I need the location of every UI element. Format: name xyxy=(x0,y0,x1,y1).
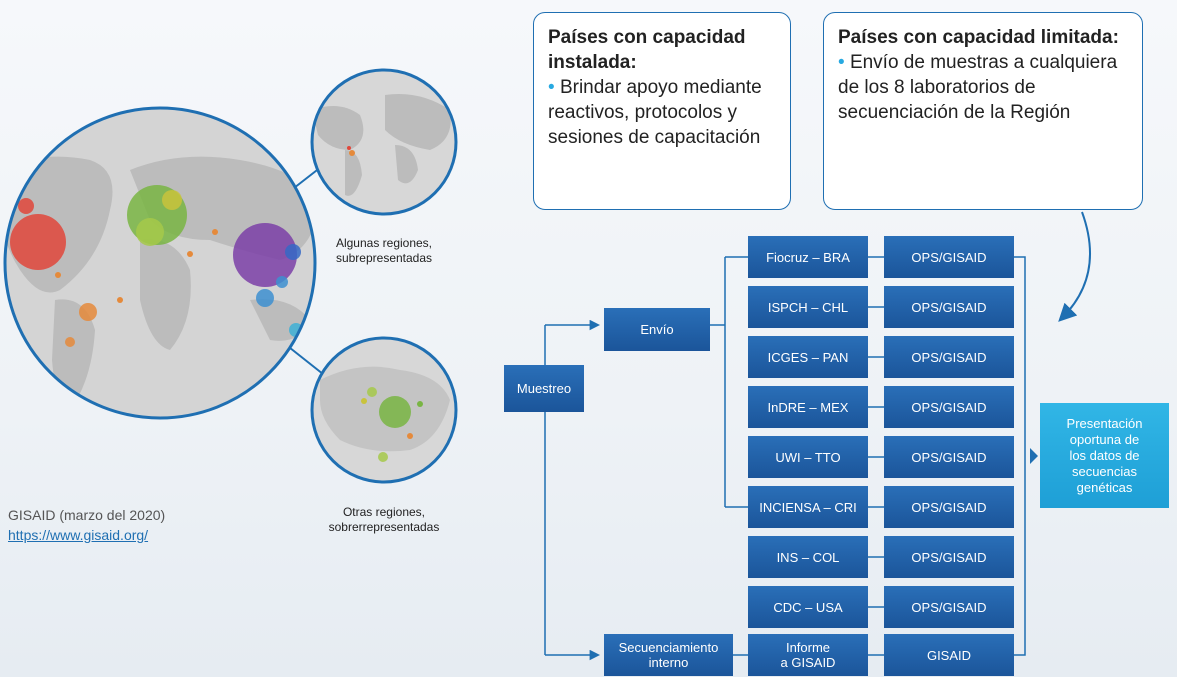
bullet-icon: • xyxy=(548,77,555,98)
node-label: Secuenciamiento xyxy=(618,640,719,655)
node-report-gisaid: Informe a GISAID xyxy=(748,634,868,676)
lab-uwi: UWI – TTO xyxy=(748,436,868,478)
caption-line: sobrerrepresentadas xyxy=(328,520,440,534)
node-label: a GISAID xyxy=(780,655,836,670)
callout-installed-title: Países con capacidad instalada: xyxy=(548,27,746,73)
node-label: Informe xyxy=(785,640,831,655)
final-line: secuencias xyxy=(1071,463,1138,479)
dest-ops-gisaid: OPS/GISAID xyxy=(884,336,1014,378)
callout-installed-text: Brindar apoyo mediante reactivos, protoc… xyxy=(548,77,762,148)
final-line: oportuna de xyxy=(1069,431,1140,447)
caption-line: Otras regiones, xyxy=(342,505,426,519)
final-arrow xyxy=(1030,448,1038,464)
source-name: GISAID (marzo del 2020) xyxy=(8,507,166,523)
map-caption-top: Algunas regiones, subrepresentadas xyxy=(324,236,444,266)
node-internal-sequencing: Secuenciamiento interno xyxy=(604,634,733,676)
flow-connectors xyxy=(544,211,1091,661)
lab-fiocruz: Fiocruz – BRA xyxy=(748,236,868,278)
lab-inciensa: INCIENSA – CRI xyxy=(748,486,868,528)
europe-map-small-bottom xyxy=(310,336,458,484)
dest-gisaid: GISAID xyxy=(884,634,1014,676)
lab-cdc: CDC – USA xyxy=(748,586,868,628)
bullet-icon: • xyxy=(838,52,845,73)
node-sampling: Muestreo xyxy=(504,365,584,412)
caption-line: subrepresentadas xyxy=(335,251,433,265)
dest-ops-gisaid: OPS/GISAID xyxy=(884,536,1014,578)
node-send: Envío xyxy=(604,308,710,351)
dest-ops-gisaid: OPS/GISAID xyxy=(884,386,1014,428)
dest-ops-gisaid: OPS/GISAID xyxy=(884,286,1014,328)
final-line: los datos de xyxy=(1069,447,1140,463)
caption-line: Algunas regiones, xyxy=(335,236,433,250)
dest-ops-gisaid: OPS/GISAID xyxy=(884,486,1014,528)
map-caption-bottom: Otras regiones, sobrerrepresentadas xyxy=(309,505,459,535)
lab-icges: ICGES – PAN xyxy=(748,336,868,378)
dest-ops-gisaid: OPS/GISAID xyxy=(884,236,1014,278)
lab-indre: InDRE – MEX xyxy=(748,386,868,428)
node-label: interno xyxy=(648,655,689,670)
lab-ins: INS – COL xyxy=(748,536,868,578)
callout-limited-title: Países con capacidad limitada: xyxy=(838,27,1119,48)
callout-installed-capacity: Países con capacidad instalada: • Brinda… xyxy=(533,12,791,210)
dest-ops-gisaid: OPS/GISAID xyxy=(884,436,1014,478)
source-credit: GISAID (marzo del 2020) https://www.gisa… xyxy=(8,505,165,545)
lab-ispch: ISPCH – CHL xyxy=(748,286,868,328)
node-timely-presentation: Presentación oportuna de los datos de se… xyxy=(1040,403,1169,508)
world-map-small-top xyxy=(310,68,458,216)
final-line: Presentación xyxy=(1066,415,1143,431)
source-link[interactable]: https://www.gisaid.org/ xyxy=(8,527,149,543)
callout-limited-text: Envío de muestras a cualquiera de los 8 … xyxy=(838,52,1118,123)
dest-ops-gisaid: OPS/GISAID xyxy=(884,586,1014,628)
callout-limited-capacity: Países con capacidad limitada: • Envío d… xyxy=(823,12,1143,210)
world-map-large xyxy=(3,106,317,420)
final-line: genéticas xyxy=(1076,479,1133,495)
